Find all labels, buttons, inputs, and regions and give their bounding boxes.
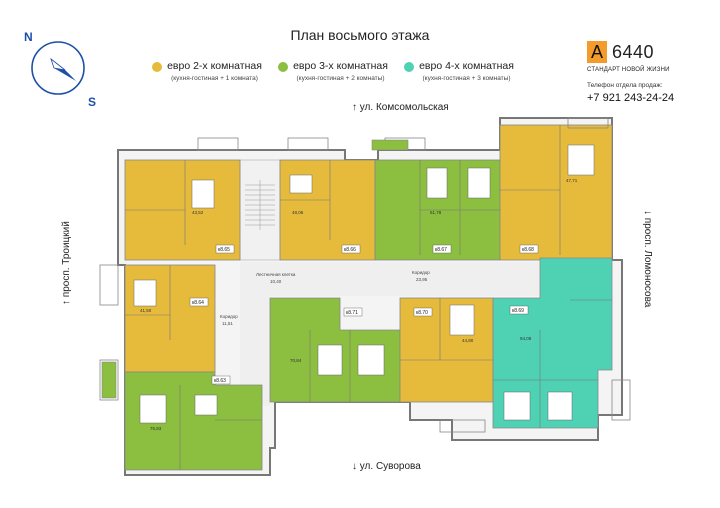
corridor-label: Коридор bbox=[412, 270, 430, 275]
legend-label: евро 3-х комнатная bbox=[293, 60, 388, 72]
apartment-number: к8.70 bbox=[416, 310, 428, 316]
apartment-number-labels: к8.65 к8.66 к8.67 к8.68 к8.64 к8.71 к8.7… bbox=[192, 247, 534, 384]
brand-slogan: СТАНДАРТ НОВОЙ ЖИЗНИ bbox=[587, 67, 670, 73]
apartment-8-69[interactable] bbox=[492, 257, 613, 429]
apartment-area-labels: 43,52 48,06 61,78 47,71 41,50 70,84 44,8… bbox=[140, 178, 578, 431]
legend-label: евро 2-х комнатная bbox=[167, 60, 262, 72]
apartment-area: 94,08 bbox=[520, 336, 532, 341]
apartment-area: 61,78 bbox=[430, 210, 442, 215]
apartment-number: к8.63 bbox=[214, 378, 226, 384]
apartment-number: к8.67 bbox=[435, 247, 447, 253]
apartment-area: 43,52 bbox=[192, 210, 204, 215]
furniture bbox=[133, 144, 595, 424]
compass-north-label: N bbox=[24, 30, 33, 44]
apartment-tags bbox=[189, 244, 539, 385]
brand-block: А 6440 СТАНДАРТ НОВОЙ ЖИЗНИ bbox=[587, 41, 707, 101]
compass-south-label: S bbox=[88, 95, 97, 109]
legend-item-euro4: евро 4-х комнатная (кухня-гостиная + 3 к… bbox=[404, 60, 529, 82]
apartment-number: к8.71 bbox=[346, 310, 358, 316]
corridor-area: 11,51 bbox=[222, 321, 233, 326]
plan-title: План восьмого этажа bbox=[290, 27, 430, 43]
apartment-number: к8.68 bbox=[522, 247, 534, 253]
legend-swatch-euro2 bbox=[152, 62, 162, 72]
apartment-number: к8.66 bbox=[344, 247, 356, 253]
legend-sublabel: (кухня-гостиная + 2 комнаты) bbox=[296, 75, 385, 82]
legend-item-euro2: евро 2-х комнатная (кухня-гостиная + 1 к… bbox=[152, 60, 277, 82]
apartment-area: 47,71 bbox=[566, 178, 578, 183]
apartment-area: 48,06 bbox=[292, 210, 304, 215]
staircase-steps bbox=[245, 180, 275, 230]
street-bottom-label: ↓ ул. Суворова bbox=[352, 461, 421, 472]
legend-sublabel: (кухня-гостиная + 3 комнаты) bbox=[422, 75, 511, 82]
legend-swatch-euro3 bbox=[278, 62, 288, 72]
phone-label: Телефон отдела продаж: bbox=[587, 82, 663, 89]
apartment-area: 41,50 bbox=[140, 308, 152, 313]
legend-item-euro3: евро 3-х комнатная (кухня-гостиная + 2 к… bbox=[278, 60, 403, 82]
legend-sublabel: (кухня-гостиная + 1 комната) bbox=[171, 75, 258, 82]
apartment-number: к8.65 bbox=[218, 247, 230, 253]
apartment-8-68[interactable] bbox=[499, 124, 613, 261]
phone-number[interactable]: +7 921 243-24-24 bbox=[587, 92, 675, 104]
corridor-area: 10,40 bbox=[270, 279, 282, 284]
apartment-number: к8.64 bbox=[192, 300, 204, 306]
corridor-labels: Лестничная клетка 10,40 Коридор 23,95 Ко… bbox=[220, 270, 430, 326]
legend-swatch-euro4 bbox=[404, 62, 414, 72]
brand-number: 6440 bbox=[612, 42, 655, 62]
corridor-area: 23,95 bbox=[416, 277, 428, 282]
apartment-area: 44,80 bbox=[462, 338, 474, 343]
apartment-area: 76,83 bbox=[150, 426, 162, 431]
brand-logo: А bbox=[587, 41, 607, 63]
corridor-label: Лестничная клетка bbox=[256, 272, 296, 277]
legend-label: евро 4-х комнатная bbox=[419, 60, 514, 72]
balconies-green bbox=[101, 139, 409, 399]
apartment-area: 70,84 bbox=[290, 358, 302, 363]
corridor-main bbox=[240, 262, 540, 296]
compass bbox=[18, 28, 98, 108]
street-top-label: ↑ ул. Комсомольская bbox=[352, 102, 449, 113]
compass-icon bbox=[31, 41, 85, 95]
corridor-label: Коридор bbox=[220, 314, 238, 319]
interior-walls bbox=[125, 125, 612, 470]
apartment-number: к8.69 bbox=[512, 308, 524, 314]
